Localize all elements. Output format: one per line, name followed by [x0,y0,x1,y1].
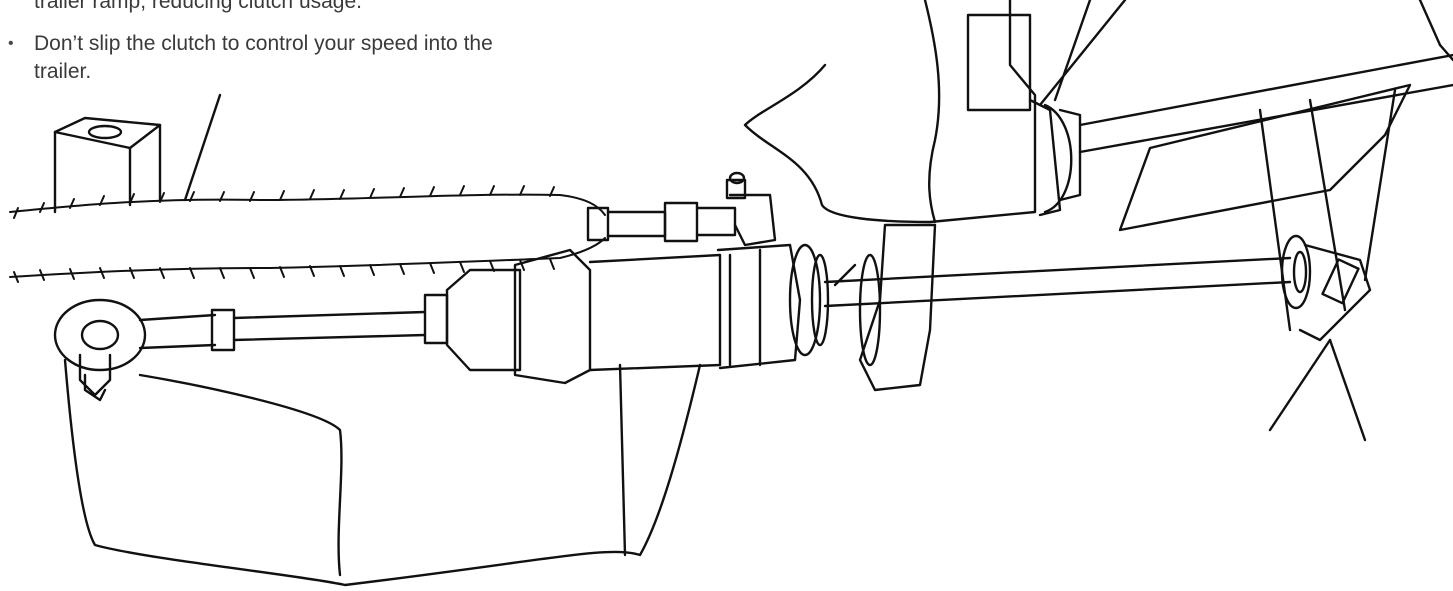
left-rod-end [53,293,449,402]
paragraph-line: trailer ramp, reducing clutch usage. [34,0,362,13]
bullet-item-wrap: trailer. [0,58,690,86]
paragraph-continuation: trailer ramp, reducing clutch usage. [0,0,690,16]
bullet-line-2: trailer. [34,60,92,83]
bullet-glyph: • [8,35,14,52]
top-left-bracket [53,93,222,214]
lower-plate [63,358,702,587]
right-clevis [1268,234,1372,442]
engine-housing [743,0,1082,224]
master-cylinder [445,243,830,385]
push-rod [823,256,1292,308]
bullet-line-1: Don’t slip the clutch to control your sp… [34,32,493,55]
frame-struts [1038,0,1453,332]
bullet-item: • Don’t slip the clutch to control your … [0,30,690,58]
mount-bracket [833,223,937,392]
cable-fittings [586,171,777,247]
cable-sheath [9,185,606,283]
instruction-text: trailer ramp, reducing clutch usage. • D… [0,0,690,86]
